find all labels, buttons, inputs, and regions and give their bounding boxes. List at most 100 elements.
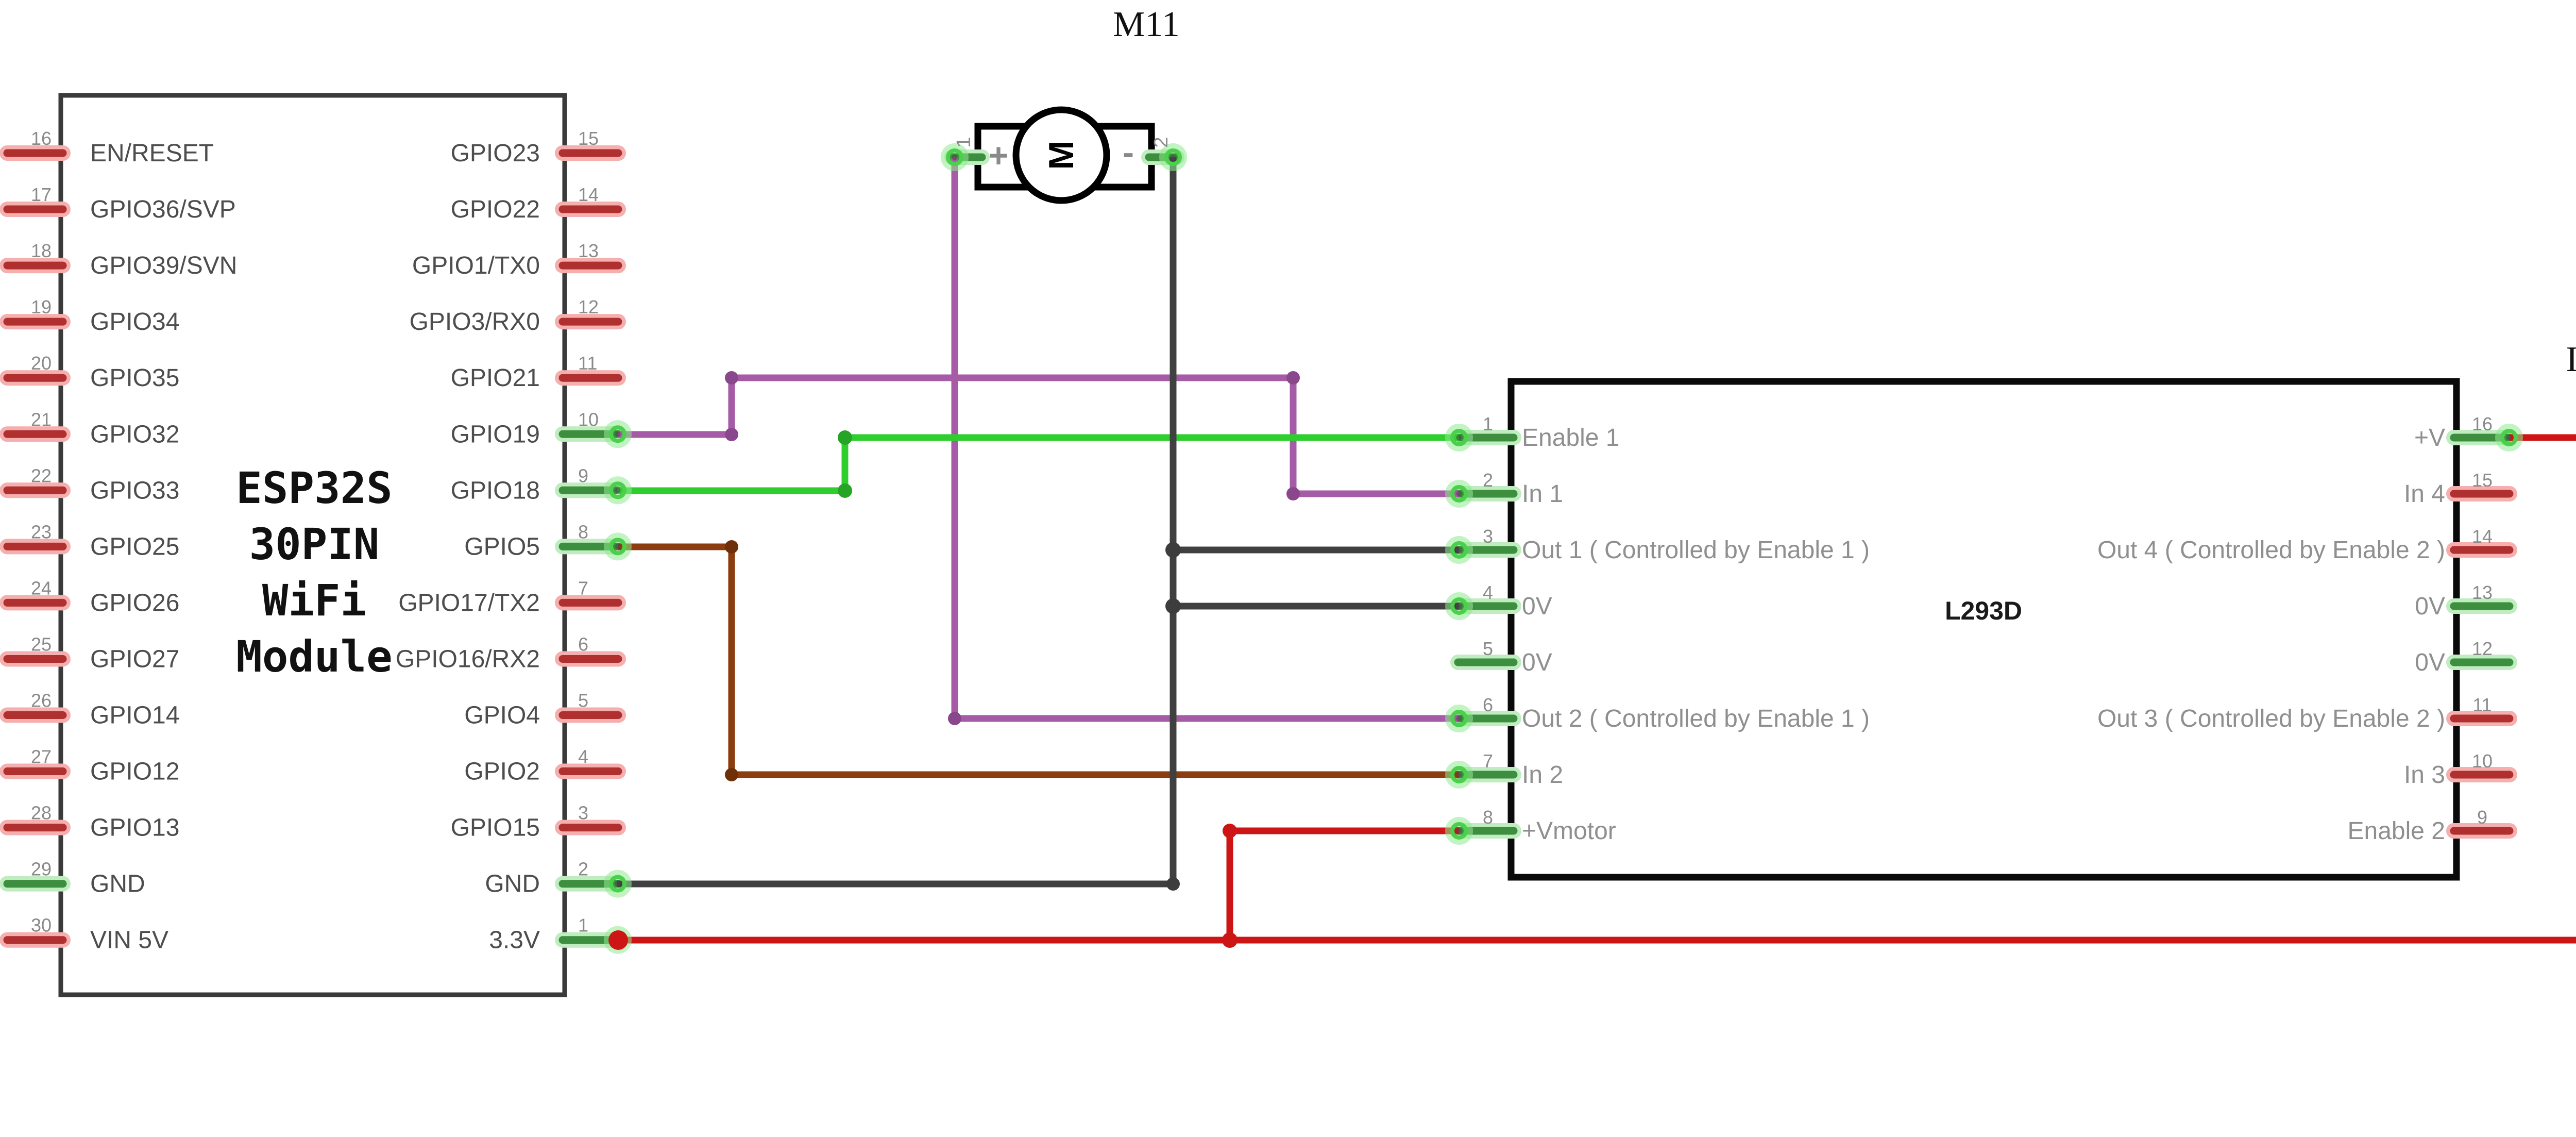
l293d-pin-number-8: 8 [1483, 807, 1493, 828]
l293d-pin-label-2: In 1 [1522, 480, 1563, 508]
l293d-pin-1-ring[interactable] [1450, 429, 1468, 446]
l293d-pin-2-ring[interactable] [1450, 485, 1468, 503]
esp32-pin-10-ring[interactable] [609, 425, 626, 443]
l293d-ic-body[interactable] [1507, 378, 2460, 881]
l293d-pin-label-9: Enable 2 [2348, 817, 2446, 845]
esp32-pin-number-26: 26 [31, 690, 52, 711]
l293d-pin-7-ring[interactable] [1450, 766, 1468, 783]
l293d-pin-label-5: 0V [1522, 649, 1552, 676]
wire-gpio19-to-in1-dot-3 [1286, 487, 1300, 500]
esp32-pin-label-GPIO21: GPIO21 [451, 364, 540, 392]
esp32-title-line2: 30PIN [249, 519, 380, 570]
esp32-pin-label-GPIO3/RX0: GPIO3/RX0 [410, 308, 540, 336]
esp32-pin-number-20: 20 [31, 353, 52, 374]
l293d-pin-16-ring[interactable] [2500, 429, 2518, 446]
l293d-pin-number-16: 16 [2472, 413, 2493, 434]
wire-gpio5-to-in2-dot-1 [725, 768, 738, 781]
esp32-pin-10-ring-glow [604, 420, 632, 448]
l293d-pin-number-6: 6 [1483, 694, 1493, 715]
junction-dots-layer [608, 371, 1300, 950]
esp32-pin-number-1r: 1 [578, 915, 588, 936]
wire-gpio19-to-in1-dot-0 [725, 428, 738, 441]
esp32-pin-number-21: 21 [31, 409, 52, 430]
l293d-pin-8-ring-glow [1445, 817, 1473, 845]
motor-plus-sign: + [989, 136, 1009, 174]
motor-pin-2-ring[interactable] [1164, 148, 1182, 166]
esp32-pin-2-ring-glow [604, 870, 632, 898]
esp32-pin-label-GPIO12: GPIO12 [90, 758, 179, 785]
l293d-pin-number-9: 9 [2477, 807, 2487, 828]
esp32-pin-label-GPIO22: GPIO22 [451, 196, 540, 223]
wire-3v3-to-vplus[interactable] [618, 434, 2576, 944]
l293d-pin-4-ring[interactable] [1450, 597, 1468, 615]
l293d-pin-label-3: Out 1 ( Controlled by Enable 1 ) [1522, 537, 1870, 564]
esp32-pin-8-ring[interactable] [609, 538, 626, 556]
esp32-module-body[interactable] [58, 93, 567, 997]
wire-gpio19-to-in1[interactable] [618, 374, 1459, 497]
esp32-pin-2-ring[interactable] [609, 875, 626, 893]
l293d-pin-6-ring[interactable] [1450, 710, 1468, 727]
esp32-pin-label-VIN 5V: VIN 5V [90, 927, 168, 954]
esp32-pin-label-GPIO26: GPIO26 [90, 589, 179, 616]
l293d-pin-label-16: +V [2414, 424, 2445, 452]
esp32-pin-label-GPIO19: GPIO19 [451, 421, 540, 448]
wire-gpio5-to-in2[interactable] [618, 543, 1459, 778]
esp32-pin-10-ring-center [615, 431, 621, 437]
l293d-pin-3-ring-center [1456, 547, 1462, 553]
wire-gpio19-to-in1-dot-1 [725, 371, 738, 384]
esp32-pin-label-GPIO15: GPIO15 [451, 814, 540, 842]
esp32-pin-9-ring[interactable] [609, 481, 626, 499]
esp32-pin-9-ring-center [615, 487, 621, 493]
l293d-pin-number-12: 12 [2472, 638, 2493, 659]
l293d-pin-8-ring-center [1456, 828, 1462, 834]
l293d-pin-3-ring[interactable] [1450, 541, 1468, 559]
l293d-pin-label-8: +Vmotor [1522, 817, 1616, 845]
wire-gray-tap-0v-dot-0 [1165, 598, 1181, 614]
wire-motor-minus-to-gnd-dot-0 [1166, 877, 1180, 891]
esp32-title-line3: WiFi [262, 575, 366, 626]
esp32-pin-label-GPIO2: GPIO2 [464, 758, 540, 785]
wire-gpio5-to-in2-dot-0 [725, 540, 738, 554]
motor-pin-2-ring-center [1170, 154, 1176, 160]
motor-designator-label[interactable]: M11 [1113, 5, 1180, 44]
esp32-pin-9-ring-glow [604, 476, 632, 505]
motor-circle[interactable] [1012, 106, 1110, 204]
esp32-pin-label-GPIO39/SVN: GPIO39/SVN [90, 252, 237, 279]
esp32-pin-label-GPIO5: GPIO5 [464, 533, 540, 560]
l293d-pin-number-5: 5 [1483, 638, 1493, 659]
esp32-pin-label-GPIO16/RX2: GPIO16/RX2 [396, 645, 540, 673]
esp32-pin-number-5r: 5 [578, 690, 588, 711]
esp32-pin-number-23: 23 [31, 521, 52, 542]
ic1-designator-label[interactable]: IC1 [2566, 340, 2576, 379]
esp32-pin-label-GPIO35: GPIO35 [90, 364, 179, 392]
esp32-pin-8-ring-center [615, 543, 621, 549]
l293d-pin-number-2: 2 [1483, 470, 1493, 491]
wire-red-branch-vmotor-dot-1 [1223, 824, 1237, 838]
esp32-pin-number-12r: 12 [578, 296, 599, 317]
esp32-pin-label-GPIO17/TX2: GPIO17/TX2 [398, 589, 540, 616]
l293d-pin-2-ring-center [1456, 491, 1462, 497]
motor-pin-1-ring[interactable] [946, 148, 963, 166]
l293d-pin-8-ring[interactable] [1450, 822, 1468, 840]
esp32-pin-label-GPIO23: GPIO23 [451, 140, 540, 167]
esp32-pin-number-14r: 14 [578, 184, 599, 205]
motor-pin-2-ring-glow [1159, 143, 1187, 171]
l293d-pin-number-13: 13 [2472, 582, 2493, 603]
esp32-pin-number-22: 22 [31, 465, 52, 486]
esp32-pin-label-GPIO13: GPIO13 [90, 814, 179, 842]
l293d-pin-label-13: 0V [2415, 593, 2445, 620]
esp32-pin-label-GPIO34: GPIO34 [90, 308, 179, 336]
motor-pin2-number: 2 [1150, 137, 1172, 147]
l293d-pin-7-ring-center [1456, 772, 1462, 778]
l293d-pin-label-15: In 4 [2404, 480, 2445, 508]
wire-gpio18-to-enable1[interactable] [617, 434, 1459, 494]
esp32-pin-number-6r: 6 [578, 633, 588, 655]
motor-pin-1-ring-glow [941, 143, 969, 171]
l293d-pin-number-14: 14 [2472, 526, 2493, 547]
esp32-pin-label-GPIO32: GPIO32 [90, 421, 179, 448]
esp32-pin-number-19: 19 [31, 296, 52, 317]
esp32-title-line1: ESP32S [236, 463, 392, 513]
wire-red-branch-vmotor[interactable] [1226, 827, 1459, 940]
esp32-pin-number-8r: 8 [578, 521, 588, 542]
esp32-pin-label-GPIO1/TX0: GPIO1/TX0 [412, 252, 540, 279]
